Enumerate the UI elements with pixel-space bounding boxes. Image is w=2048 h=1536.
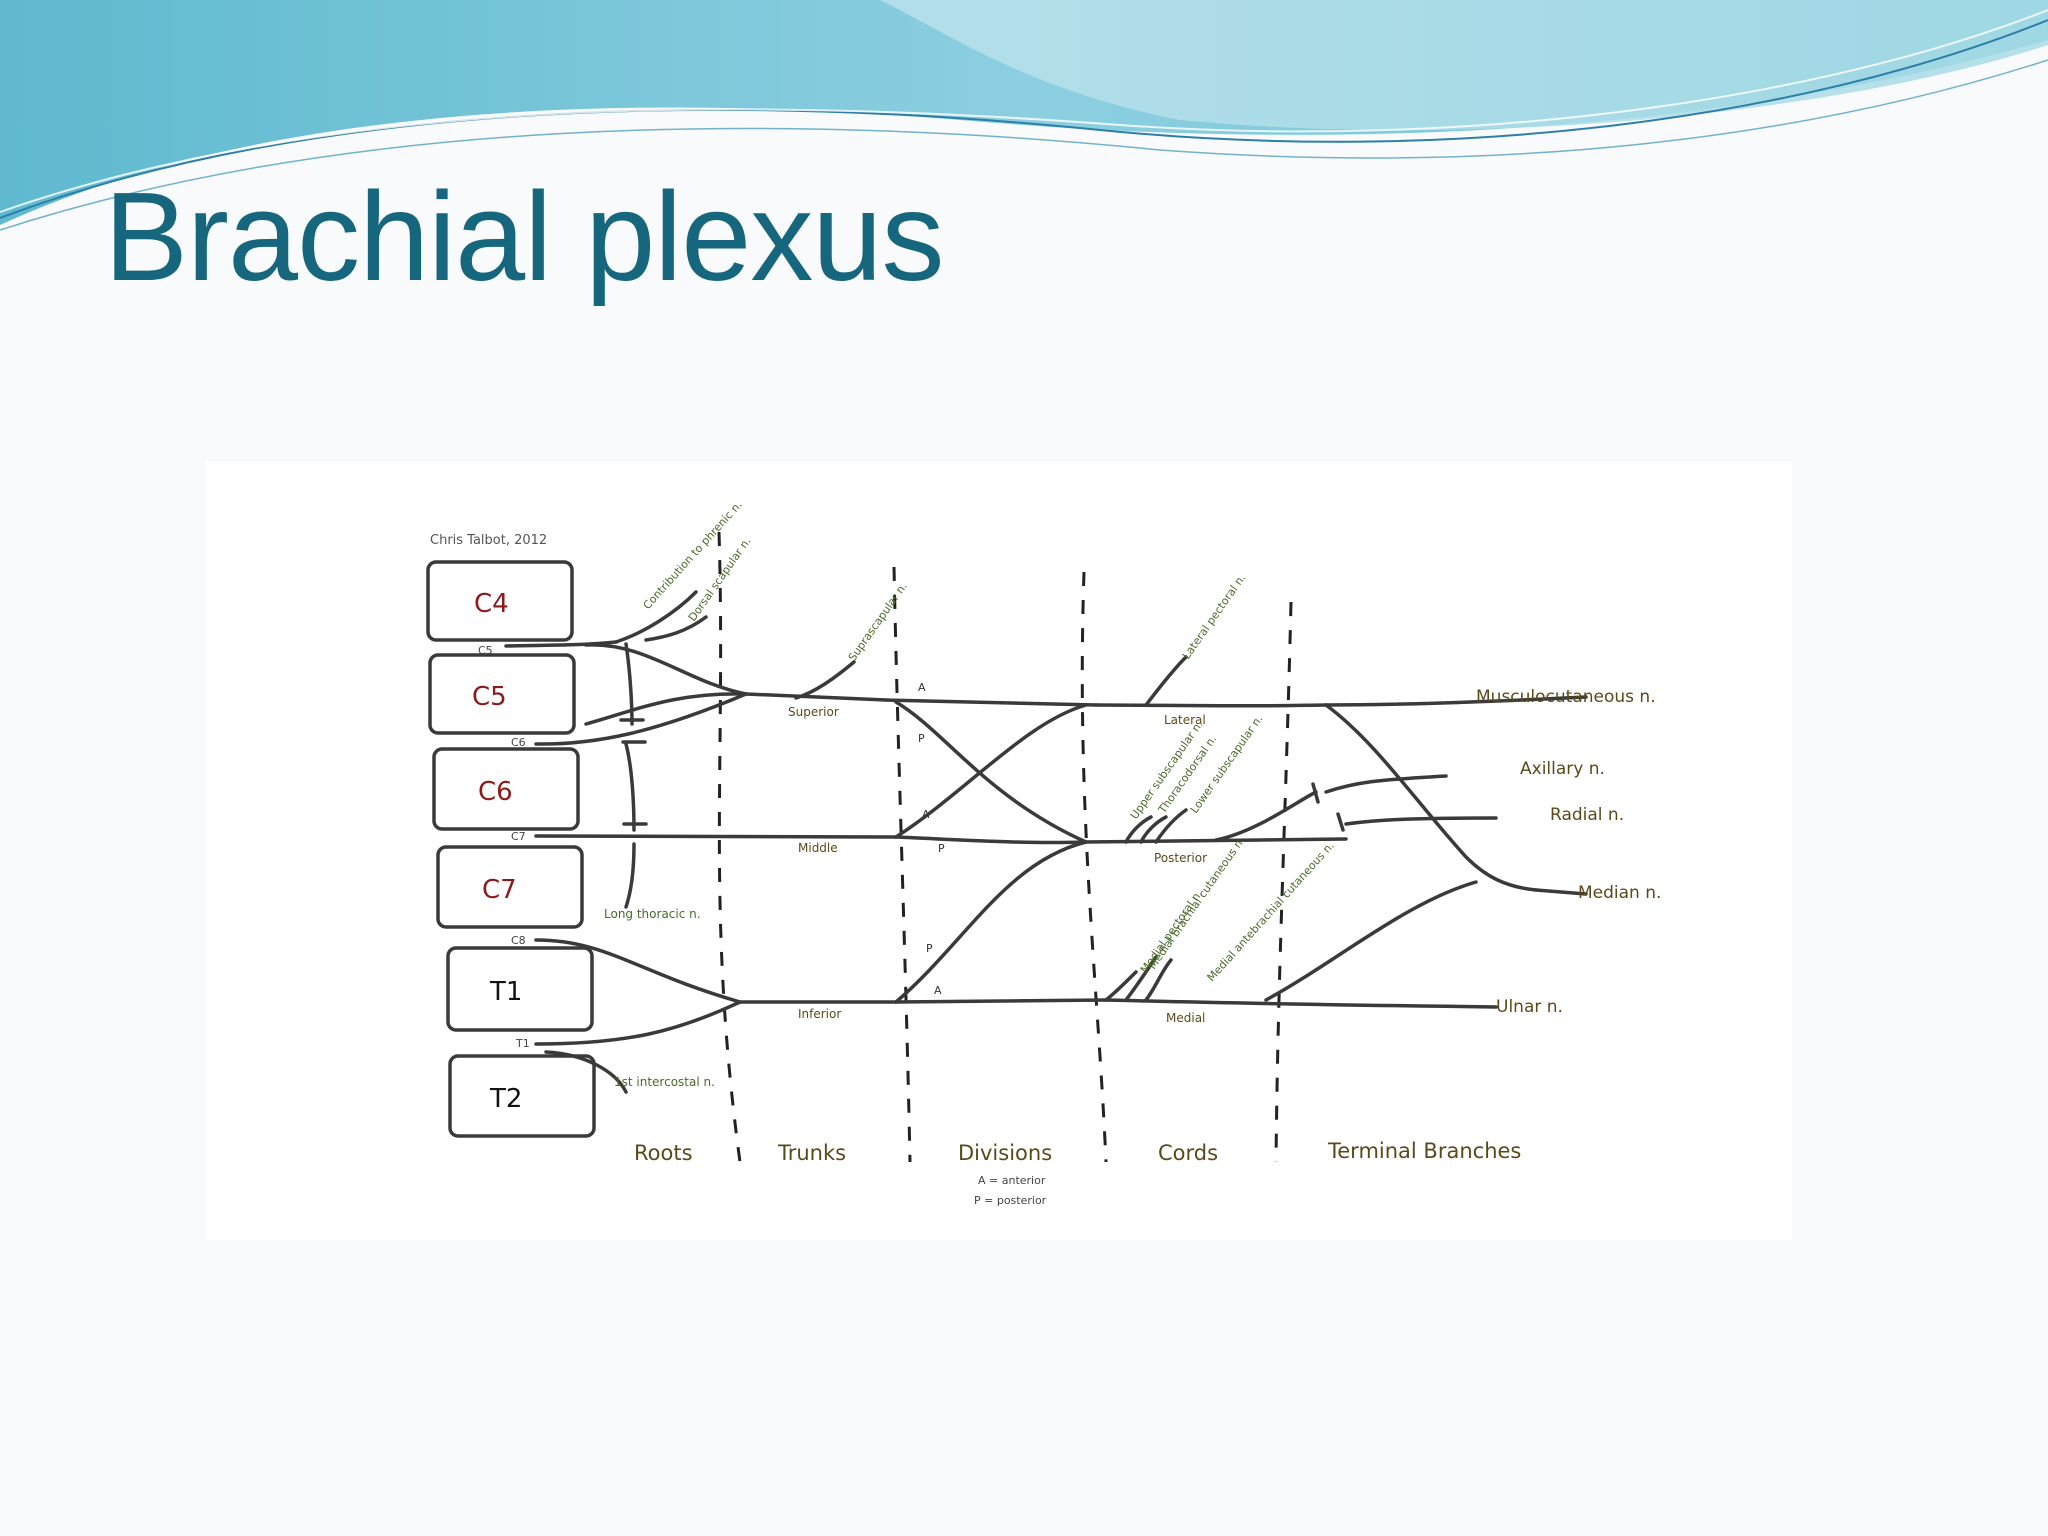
- diagram-panel: Chris Talbot, 2012 C4 C5 C6 C7 T1 T2 C5 …: [206, 462, 1792, 1240]
- division-mark-p2: P: [938, 842, 945, 855]
- cord-label-lateral: Lateral: [1164, 713, 1206, 727]
- root-label-t2: T2: [489, 1084, 522, 1114]
- column-divisions: Divisions: [958, 1141, 1052, 1165]
- root-tag-c8: C8: [511, 934, 526, 947]
- column-separators: [717, 531, 1293, 1163]
- column-terminal: Terminal Branches: [1327, 1139, 1521, 1163]
- root-box-c7: C7: [436, 845, 584, 929]
- cord-label-medial: Medial: [1166, 1011, 1205, 1025]
- legend-anterior: A = anterior: [978, 1174, 1046, 1187]
- root-label-c5: C5: [472, 682, 507, 712]
- label-lateral-pectoral: Lateral pectoral n.: [1180, 572, 1249, 662]
- column-cords: Cords: [1158, 1141, 1218, 1165]
- root-label-c6: C6: [478, 777, 513, 807]
- terminal-radial: Radial n.: [1550, 805, 1624, 825]
- plexus-nerve-lines: [504, 590, 1588, 1094]
- column-roots: Roots: [634, 1141, 693, 1165]
- root-box-c4: C4: [426, 560, 574, 642]
- terminal-ulnar: Ulnar n.: [1496, 997, 1563, 1017]
- terminal-musculocutaneous: Musculocutaneous n.: [1476, 687, 1656, 707]
- terminal-median: Median n.: [1578, 883, 1661, 903]
- column-trunks: Trunks: [777, 1141, 846, 1165]
- root-tag-t1: T1: [515, 1037, 530, 1050]
- label-intercostal: 1st intercostal n.: [614, 1075, 715, 1089]
- division-mark-a3: A: [934, 984, 942, 997]
- credit-text: Chris Talbot, 2012: [430, 533, 547, 548]
- division-mark-p1: P: [918, 732, 925, 745]
- root-tag-c7: C7: [511, 830, 526, 843]
- cord-label-posterior: Posterior: [1154, 851, 1207, 865]
- slide-title: Brachial plexus: [104, 166, 944, 307]
- legend-posterior: P = posterior: [974, 1194, 1047, 1207]
- root-label-c7: C7: [482, 875, 517, 905]
- root-box-t2: T2: [448, 1054, 596, 1138]
- root-label-c4: C4: [474, 589, 509, 619]
- header-wave-decoration: [0, 0, 2048, 231]
- label-suprascapular: Suprascapular n.: [846, 580, 910, 664]
- root-box-c5: C5: [428, 653, 576, 735]
- trunk-label-inferior: Inferior: [798, 1007, 841, 1021]
- trunk-label-superior: Superior: [788, 705, 839, 719]
- root-tag-c6: C6: [511, 736, 526, 749]
- division-mark-a2: A: [922, 808, 930, 821]
- root-label-t1: T1: [489, 977, 522, 1007]
- division-mark-a1: A: [918, 681, 926, 694]
- division-mark-p3: P: [926, 942, 933, 955]
- root-tag-c5: C5: [478, 644, 493, 657]
- brachial-plexus-diagram: Chris Talbot, 2012 C4 C5 C6 C7 T1 T2 C5 …: [426, 498, 1661, 1207]
- trunk-label-middle: Middle: [798, 841, 838, 855]
- label-long-thoracic: Long thoracic n.: [604, 907, 701, 921]
- root-box-t1: T1: [446, 946, 594, 1032]
- root-box-c6: C6: [432, 747, 580, 831]
- terminal-axillary: Axillary n.: [1520, 759, 1605, 779]
